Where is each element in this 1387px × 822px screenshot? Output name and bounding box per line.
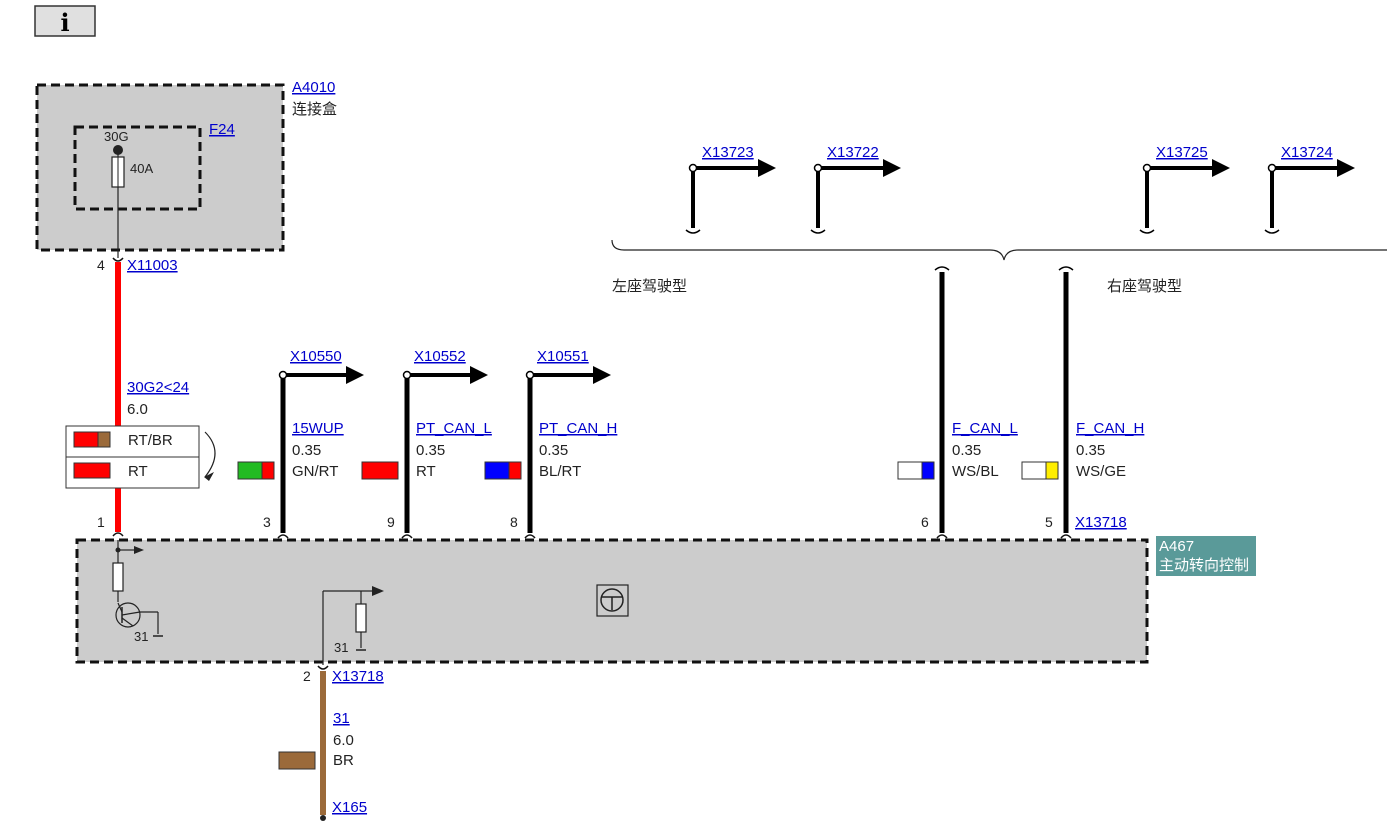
- pt-can-h-circuit-link[interactable]: PT_CAN_H: [539, 420, 617, 437]
- pt-can-h-gauge: 0.35: [539, 442, 568, 459]
- w15wup-gauge: 0.35: [292, 442, 321, 459]
- steering-wheel-icon: [596, 584, 629, 617]
- pt-can-l-circuit-link[interactable]: PT_CAN_L: [416, 420, 492, 437]
- pt-can-h-color: BL/RT: [539, 463, 581, 480]
- left-drive-label: 左座驾驶型: [612, 278, 687, 295]
- ground-circuit-link[interactable]: 31: [333, 710, 350, 727]
- connector-x10550-link[interactable]: X10550: [290, 348, 342, 365]
- info-icon: i: [60, 8, 69, 37]
- w15wup-swatch: [237, 461, 275, 480]
- ground-color: BR: [333, 752, 354, 769]
- supply-circuit-link[interactable]: 30G2<24: [127, 379, 189, 396]
- f-can-l-gauge: 0.35: [952, 442, 981, 459]
- supply-pin-top: 4: [97, 257, 105, 273]
- connection-box: [35, 83, 285, 252]
- connection-box-name: 连接盒: [292, 101, 337, 118]
- connector-x13722-link[interactable]: X13722: [827, 144, 879, 161]
- internal-transistor-circuit: [112, 540, 163, 637]
- ground-label-left: 31: [134, 629, 148, 644]
- module-title-badge[interactable]: A467 主动转向控制: [1156, 536, 1256, 576]
- supply-pin-module: 1: [97, 514, 105, 530]
- right-drive-label: 右座驾驶型: [1107, 278, 1182, 295]
- supply-color: RT: [128, 463, 148, 480]
- connection-box-id-link[interactable]: A4010: [292, 79, 335, 96]
- variant-brace: [611, 239, 1387, 261]
- fuse-symbol: [111, 145, 125, 258]
- info-button[interactable]: i: [34, 5, 96, 37]
- ground-swatch: [278, 751, 316, 770]
- module-pin-markers: [277, 534, 1072, 539]
- fuse-terminal-label: 30G: [104, 129, 129, 144]
- pt-can-l-gauge: 0.35: [416, 442, 445, 459]
- ground-connector-top-link[interactable]: X13718: [332, 668, 384, 685]
- pt-can-l-pin: 9: [387, 514, 395, 530]
- module-name: 主动转向控制: [1159, 557, 1249, 574]
- f-can-l-swatch: [897, 461, 935, 480]
- internal-resistor-circuit: [322, 586, 384, 665]
- f-can-l-color: WS/BL: [952, 463, 999, 480]
- connector-x13724-link[interactable]: X13724: [1281, 144, 1333, 161]
- ground-label-right: 31: [334, 640, 348, 655]
- f-can-h-swatch: [1021, 461, 1059, 480]
- connector-stubs-upper: [685, 159, 1355, 234]
- pt-can-h-swatch: [484, 461, 522, 480]
- connector-x10551-link[interactable]: X10551: [537, 348, 589, 365]
- w15wup-circuit-link[interactable]: 15WUP: [292, 420, 344, 437]
- pt-can-h-pin: 8: [510, 514, 518, 530]
- f-can-h-pin: 5: [1045, 514, 1053, 530]
- fuse-box: [73, 125, 202, 211]
- connector-x13725-link[interactable]: X13725: [1156, 144, 1208, 161]
- connector-x10552-link[interactable]: X10552: [414, 348, 466, 365]
- f-can-h-connector-link[interactable]: X13718: [1075, 514, 1127, 531]
- ground-gauge: 6.0: [333, 732, 354, 749]
- f-can-h-circuit-link[interactable]: F_CAN_H: [1076, 420, 1144, 437]
- f-can-h-color: WS/GE: [1076, 463, 1126, 480]
- fuse-id-link[interactable]: F24: [209, 121, 235, 138]
- f-can-wires: [934, 266, 1074, 533]
- pt-can-l-swatch: [361, 461, 399, 480]
- pt-can-l-color: RT: [416, 463, 436, 480]
- connector-x13723-link[interactable]: X13723: [702, 144, 754, 161]
- supply-color-alt: RT/BR: [128, 432, 173, 449]
- module-id: A467: [1159, 538, 1194, 555]
- w15wup-color: GN/RT: [292, 463, 338, 480]
- connector-stubs-left: [278, 366, 611, 533]
- supply-gauge: 6.0: [127, 401, 148, 418]
- wire-variant-box: [65, 425, 216, 489]
- fuse-rating-label: 40A: [130, 161, 153, 176]
- f-can-l-pin: 6: [921, 514, 929, 530]
- ground-pin: 2: [303, 668, 311, 684]
- w15wup-pin: 3: [263, 514, 271, 530]
- ground-connector-bottom-link[interactable]: X165: [332, 799, 367, 816]
- ground-wire: [317, 665, 329, 821]
- f-can-l-circuit-link[interactable]: F_CAN_L: [952, 420, 1018, 437]
- supply-wire: [112, 257, 124, 537]
- supply-connector-top-link[interactable]: X11003: [127, 257, 178, 274]
- f-can-h-gauge: 0.35: [1076, 442, 1105, 459]
